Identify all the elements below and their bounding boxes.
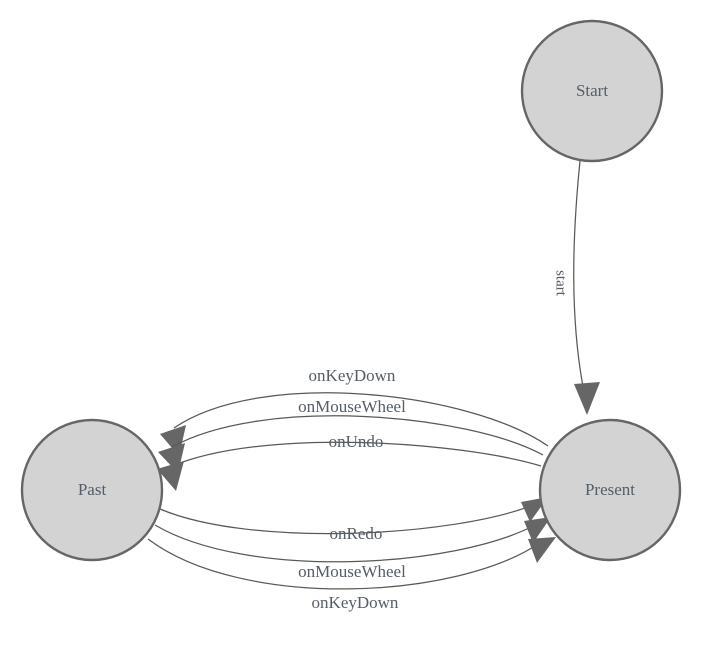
node-past-label: Past bbox=[78, 480, 107, 499]
edge-past-to-present-onmousewheel[interactable] bbox=[154, 517, 551, 563]
edge-label-past-present-onkeydown: onKeyDown bbox=[312, 593, 399, 612]
edge-path-past-present-3 bbox=[147, 538, 542, 590]
edge-present-to-past-onundo[interactable] bbox=[157, 441, 542, 491]
node-start-label: Start bbox=[576, 81, 608, 100]
edge-label-past-present-onmousewheel: onMouseWheel bbox=[298, 562, 406, 581]
edge-label-start: start bbox=[553, 270, 569, 297]
node-start[interactable]: Start bbox=[520, 19, 664, 163]
node-start-circle bbox=[520, 19, 664, 163]
arrowhead-into-present-2 bbox=[524, 517, 551, 543]
node-present-circle bbox=[538, 418, 682, 562]
edge-path-start-present bbox=[573, 160, 585, 393]
edge-start-to-present[interactable] bbox=[573, 160, 600, 415]
edge-path-present-past-1 bbox=[173, 392, 549, 447]
arrowhead-into-present-start bbox=[574, 382, 600, 415]
node-past-circle bbox=[20, 418, 164, 562]
edge-label-present-past-onmousewheel: onMouseWheel bbox=[298, 397, 406, 416]
node-present[interactable]: Present bbox=[538, 418, 682, 562]
arrowhead-into-past-3 bbox=[157, 461, 184, 491]
edge-label-present-past-onundo: onUndo bbox=[329, 432, 384, 451]
node-present-label: Present bbox=[585, 480, 635, 499]
edge-path-present-past-3 bbox=[169, 441, 542, 468]
node-past[interactable]: Past bbox=[20, 418, 164, 562]
arrowhead-into-present-3 bbox=[528, 537, 556, 563]
edge-past-to-present-onkeydown[interactable] bbox=[147, 537, 556, 590]
edge-path-present-past-2 bbox=[171, 415, 544, 456]
edge-path-past-present-1 bbox=[159, 504, 534, 535]
edge-label-past-present-onredo: onRedo bbox=[330, 524, 383, 543]
edge-label-present-past-onkeydown: onKeyDown bbox=[309, 366, 396, 385]
edge-path-past-present-2 bbox=[154, 523, 538, 563]
